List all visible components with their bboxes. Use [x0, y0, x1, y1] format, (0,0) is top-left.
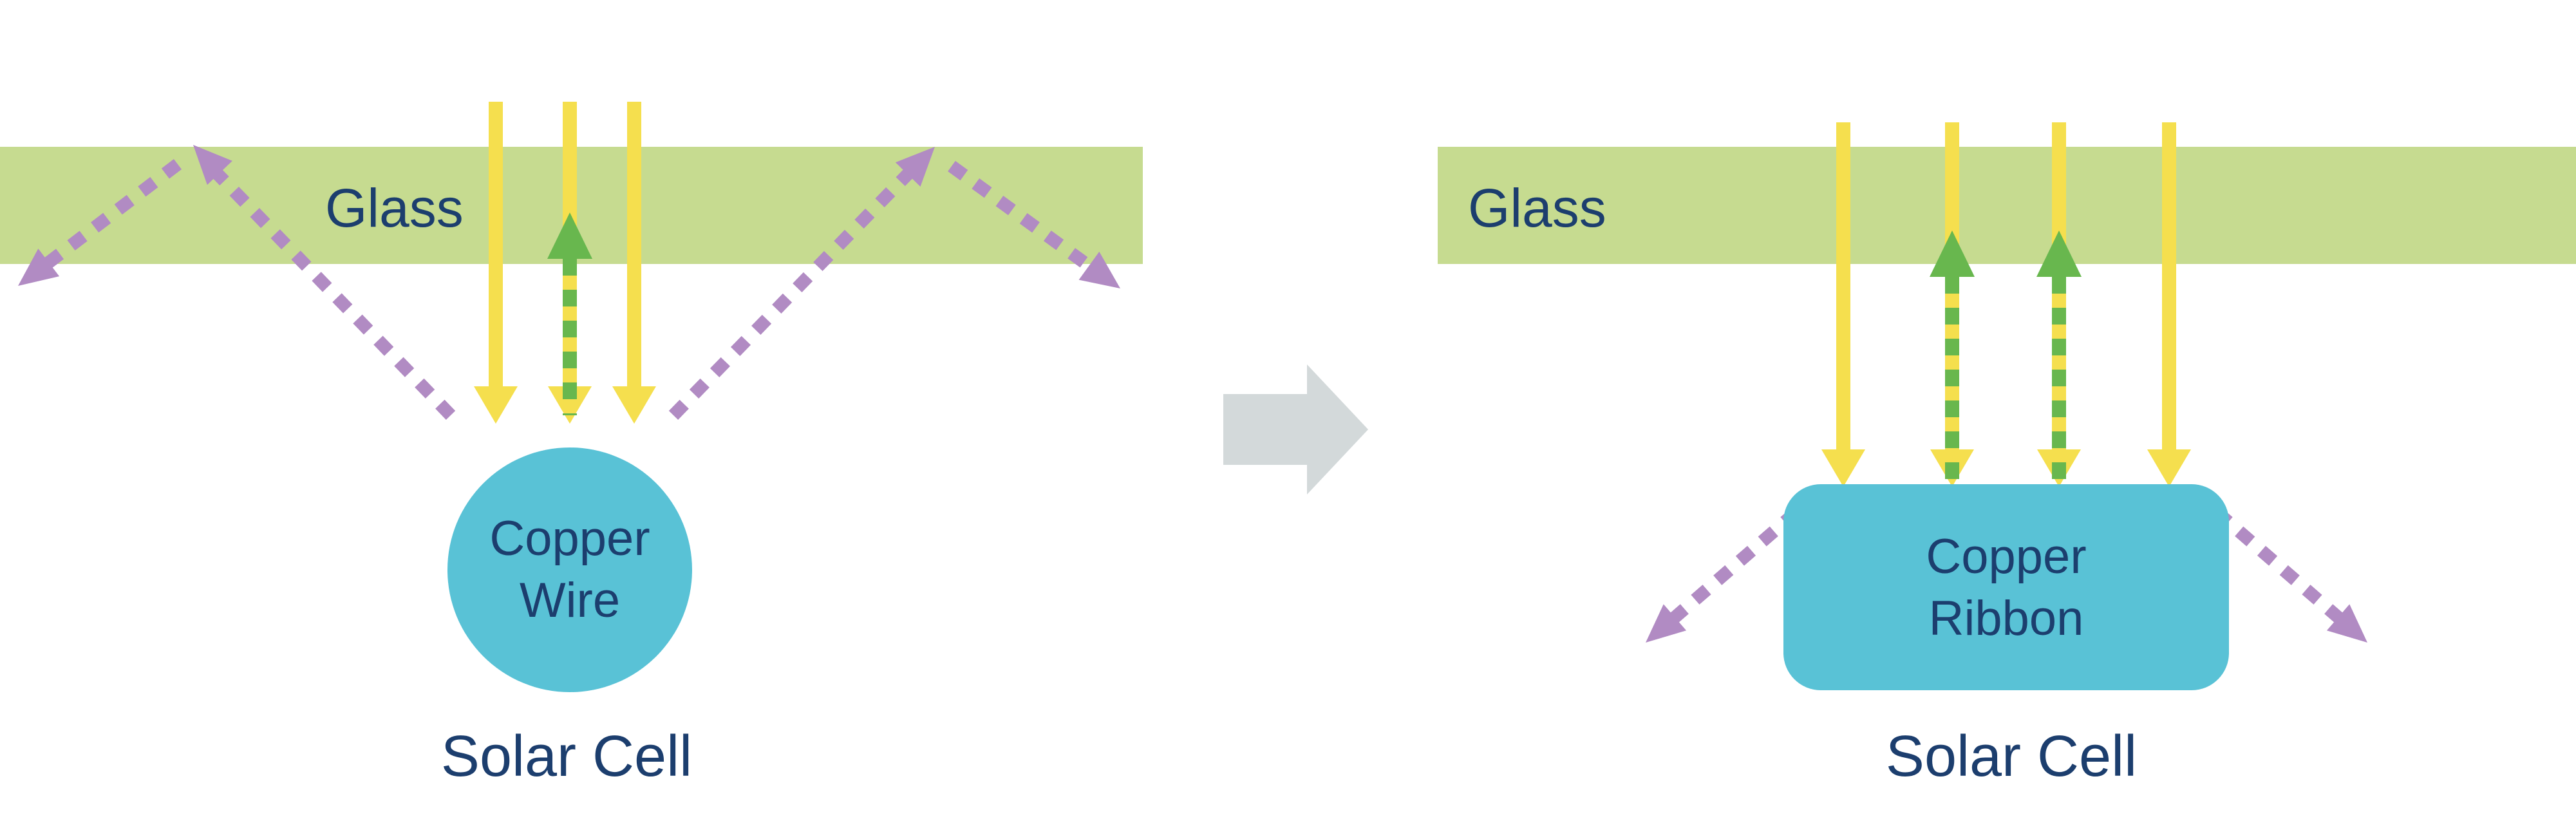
copper-wire-label-line1: Copper — [489, 511, 650, 566]
reflected-light-arrowhead-icon — [2036, 231, 2082, 277]
glass-label: Glass — [1468, 178, 1606, 238]
copper-ribbon-rect — [1783, 484, 2229, 690]
scattered-light-ray-down-right — [2212, 507, 2344, 623]
copper-ribbon-label-line2: Ribbon — [1929, 591, 2084, 646]
sunlight-arrowhead-icon — [1821, 449, 1865, 487]
reflected-light-arrowhead-icon — [1930, 231, 1975, 277]
solar-cell-label: Solar Cell — [1886, 724, 2137, 789]
copper-wire-circle — [447, 447, 692, 692]
sunlight-arrowhead-icon — [474, 386, 518, 424]
scattered-light-arrowhead-down-left-icon — [1646, 604, 1687, 643]
transition-arrow-icon — [1223, 364, 1368, 494]
scattered-light-arrowhead-down-right-icon — [2326, 604, 2367, 643]
sunlight-arrowhead-icon — [548, 386, 592, 424]
left-panel: Glass Copper Wire Solar Cell — [0, 102, 1143, 789]
copper-ribbon-label-line1: Copper — [1926, 529, 2086, 584]
scattered-light-arrowhead-down-left-icon — [18, 249, 60, 286]
sunlight-arrowhead-icon — [612, 386, 656, 424]
solar-cell-label: Solar Cell — [441, 724, 692, 789]
scattered-light-arrowhead-up-right-icon — [895, 147, 935, 187]
copper-wire-label-line2: Wire — [520, 573, 620, 628]
scattered-light-arrowhead-up-left-icon — [193, 145, 232, 185]
scattered-light-arrowhead-down-right-icon — [1078, 251, 1120, 288]
scattered-light-ray-down-right — [948, 160, 1102, 278]
scattered-light-ray-down-left — [1669, 507, 1801, 623]
glass-band — [1438, 147, 2576, 264]
sunlight-arrowhead-icon — [2147, 449, 2191, 487]
glass-label: Glass — [325, 178, 464, 238]
reflected-light-arrowhead-icon — [547, 212, 592, 259]
right-panel: Glass Copper Ribbon Solar Cell — [1438, 122, 2576, 789]
